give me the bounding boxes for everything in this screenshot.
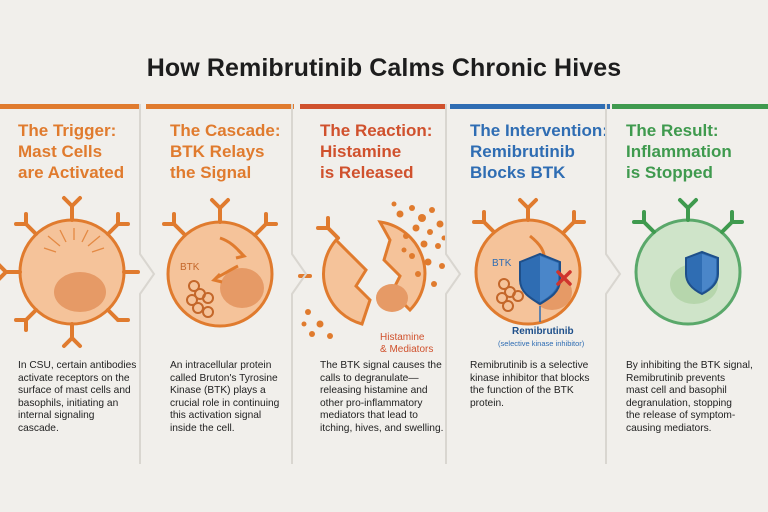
degranulating-cell-illustration: Histamine & Mediators (298, 201, 447, 355)
panel-description: The BTK signal causes the calls to degra… (320, 360, 444, 434)
panel-separator (605, 104, 622, 464)
activated-mast-cell-illustration (0, 196, 140, 348)
panel-heading: The Trigger: Mast Cells are Activated (18, 121, 125, 182)
panel-color-bar (450, 104, 610, 109)
calm-cell-illustration (632, 198, 744, 326)
panel-color-bar (146, 104, 294, 109)
panel-description: In CSU, certain antibodies activate rece… (18, 360, 137, 434)
panel-description: By inhibiting the BTK signal, Remibrutin… (626, 360, 753, 434)
drug-sublabel: (selective kinase inhibitor) (498, 339, 585, 348)
panel-separator (291, 104, 308, 464)
page-title: How Remibrutinib Calms Chronic Hives (146, 54, 622, 82)
panel-result: The Result: Inflammation is Stopped By i… (612, 104, 768, 464)
panel-trigger: The Trigger: Mast Cells are Activated (0, 104, 140, 464)
panel-reaction: The Reaction: Histamine is Released (298, 104, 447, 464)
mediators-label: & Mediators (380, 344, 433, 355)
btk-label: BTK (492, 258, 512, 269)
panel-heading: The Intervention: Remibrutinib Blocks BT… (470, 121, 608, 182)
remibrutinib-blocking-illustration: BTK Remibrutinib (selective kinase inhib… (472, 198, 586, 348)
drug-label: Remibrutinib (512, 326, 574, 337)
block-x-icon (556, 270, 572, 286)
histamine-label: Histamine (380, 332, 425, 343)
panel-separator (139, 104, 156, 464)
panel-color-bar (0, 104, 140, 109)
btk-signal-cell-illustration: BTK (162, 198, 278, 328)
panel-heading: The Result: Inflammation is Stopped (626, 121, 732, 182)
panel-separator (445, 104, 462, 464)
panel-heading: The Reaction: Histamine is Released (320, 121, 433, 182)
panel-description: Remibrutinib is a selective kinase inhib… (470, 360, 590, 409)
panel-color-bar (612, 104, 768, 109)
panel-color-bar (300, 104, 446, 109)
panel-intervention: The Intervention: Remibrutinib Blocks BT… (450, 104, 610, 464)
btk-label: BTK (180, 262, 200, 273)
panel-description: An intracellular protein called Bruton's… (170, 360, 280, 434)
infographic-panels: The Trigger: Mast Cells are Activated (0, 104, 768, 464)
panel-cascade: The Cascade: BTK Relays the Signal BTK A… (146, 104, 294, 464)
panel-heading: The Cascade: BTK Relays the Signal (170, 121, 281, 182)
